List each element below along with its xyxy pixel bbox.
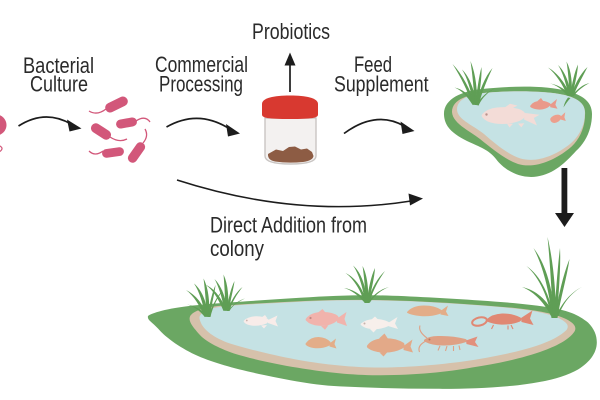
svg-text:Culture: Culture — [30, 72, 88, 97]
svg-text:Processing: Processing — [159, 72, 243, 97]
svg-text:Feed: Feed — [354, 52, 392, 77]
svg-text:Commercial: Commercial — [155, 52, 248, 77]
svg-text:Probiotics: Probiotics — [252, 19, 330, 44]
svg-text:colony: colony — [210, 236, 265, 261]
svg-text:Bacterial: Bacterial — [23, 53, 94, 78]
svg-text:Supplement: Supplement — [334, 72, 429, 97]
svg-text:Direct Addition from: Direct Addition from — [210, 213, 367, 238]
